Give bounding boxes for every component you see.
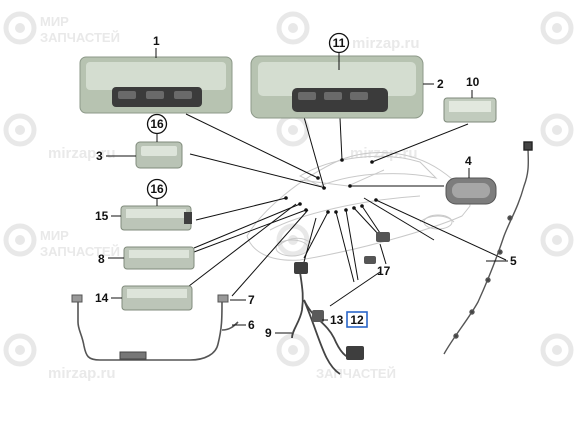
highlight-box-12 (346, 311, 368, 328)
watermark-logo: mirzap.ru (276, 113, 418, 162)
watermark-logo: МИР ЗАПЧАСТЕЙ (3, 223, 120, 259)
label-part-6: 6 (248, 318, 255, 332)
svg-text:mirzap.ru: mirzap.ru (48, 365, 116, 382)
clips-17 (364, 232, 390, 264)
wiring-harness-5 (443, 141, 533, 355)
lamp-15 (120, 205, 192, 231)
label-part-4: 4 (465, 154, 472, 168)
roof-lamp-rear (250, 55, 424, 119)
roof-lamp-front (79, 56, 233, 114)
callout-circle-11 (328, 32, 350, 54)
watermark-logo (540, 11, 574, 45)
watermark-logo: mirzap.ru (276, 11, 420, 52)
label-part-2: 2 (437, 77, 444, 91)
label-part-10: 10 (466, 75, 480, 89)
lamp-lens-4 (445, 177, 497, 205)
watermark-logo: ЗАПЧАСТЕЙ (276, 333, 396, 381)
watermark-logo: mirzap.ru (3, 113, 116, 162)
label-part-1: 1 (153, 34, 160, 48)
connector-7 (217, 294, 229, 303)
lamp-8 (123, 246, 195, 270)
label-part-13: 13 (330, 313, 344, 327)
connector-9-end (346, 346, 364, 360)
connector-left (71, 294, 83, 303)
callout-circle-16b (146, 178, 168, 200)
part-labels: 1 2 3 4 5 6 7 8 9 10 11 12 13 14 15 16 (95, 32, 517, 340)
svg-text:МИР: МИР (40, 14, 69, 29)
label-part-16b: 16 (150, 182, 164, 196)
watermark-logo (540, 333, 574, 367)
lamp-3 (135, 141, 183, 169)
label-part-12: 12 (350, 313, 364, 327)
lamp-14 (121, 285, 193, 311)
connector-9-top (294, 262, 308, 274)
label-part-16a: 16 (150, 117, 164, 131)
lamp-10 (443, 97, 497, 123)
leader-lines (175, 113, 507, 307)
svg-text:МИР: МИР (40, 228, 69, 243)
watermark-logo: МИР ЗАПЧАСТЕЙ (3, 11, 120, 45)
svg-text:ЗАПЧАСТЕЙ: ЗАПЧАСТЕЙ (40, 244, 120, 259)
car-outline (246, 152, 471, 261)
label-part-11: 11 (333, 36, 346, 50)
svg-text:mirzap.ru: mirzap.ru (48, 145, 116, 162)
label-part-5: 5 (510, 254, 517, 268)
label-part-17: 17 (377, 264, 391, 278)
watermark-logo: mirzap.ru (3, 333, 116, 382)
label-part-8: 8 (98, 252, 105, 266)
svg-text:ЗАПЧАСТЕЙ: ЗАПЧАСТЕЙ (316, 366, 396, 381)
wiring-harness-6 (77, 301, 239, 361)
watermark-logo (540, 113, 574, 147)
label-part-14: 14 (95, 291, 109, 305)
label-part-15: 15 (95, 209, 109, 223)
watermark-logo (540, 223, 574, 257)
callout-circle-16a (146, 113, 168, 135)
svg-text:ЗАПЧАСТЕЙ: ЗАПЧАСТЕЙ (40, 30, 120, 45)
svg-text:mirzap.ru: mirzap.ru (352, 35, 420, 52)
clip-13 (312, 310, 324, 322)
label-part-7: 7 (248, 293, 255, 307)
label-part-9: 9 (265, 326, 272, 340)
label-part-3: 3 (96, 149, 103, 163)
